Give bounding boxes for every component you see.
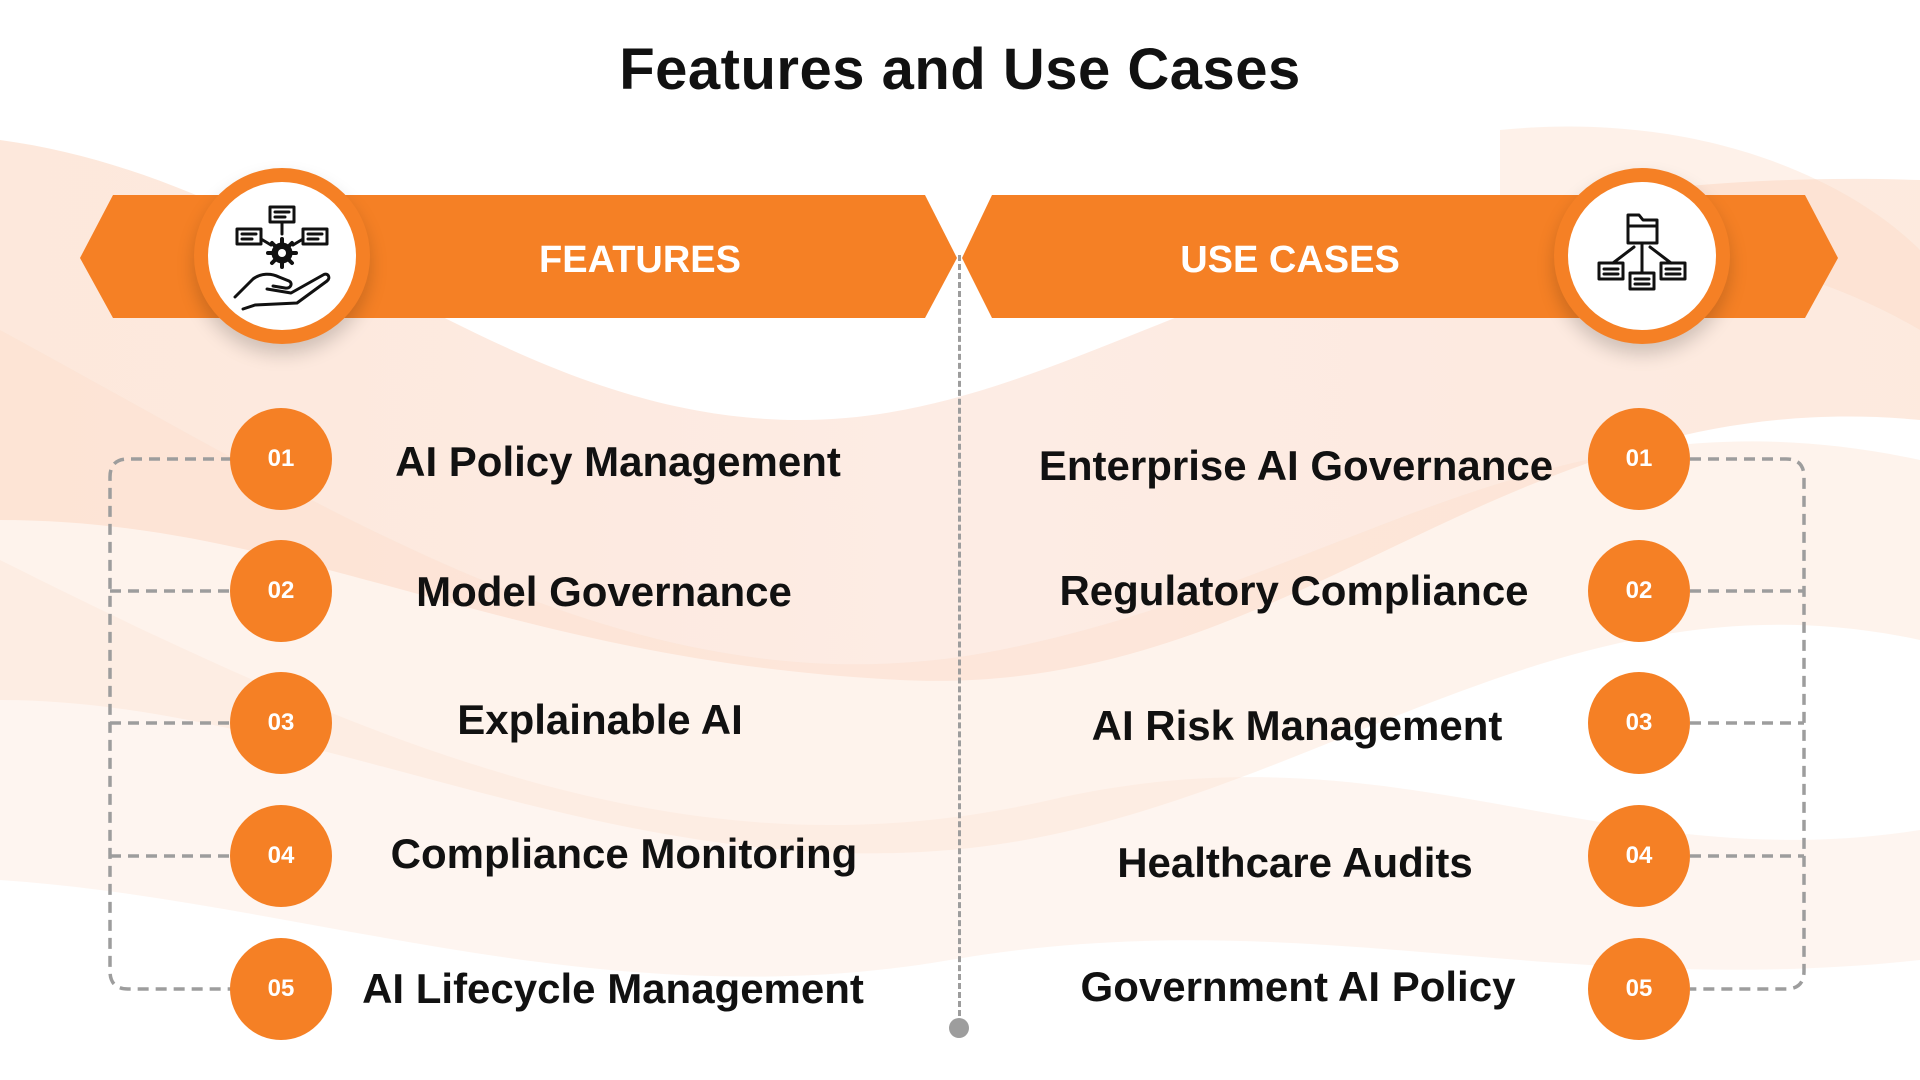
use-cases-heading: USE CASES <box>1180 239 1400 281</box>
center-divider <box>958 255 965 1025</box>
use-case-label: AI Risk Management <box>1091 702 1503 749</box>
feature-number: 04 <box>230 805 332 907</box>
use-case-number: 05 <box>1588 938 1690 1040</box>
page-title: Features and Use Cases <box>619 37 1301 102</box>
use-case-label: Government AI Policy <box>1080 963 1516 1010</box>
feature-number: 02 <box>230 540 332 642</box>
feature-label: AI Lifecycle Management <box>362 965 864 1012</box>
use-case-label: Regulatory Compliance <box>1059 567 1529 614</box>
feature-label: Explainable AI <box>457 696 743 743</box>
feature-number: 01 <box>230 408 332 510</box>
features-heading: FEATURES <box>539 239 741 281</box>
feature-label: Model Governance <box>416 568 792 615</box>
folder-hierarchy-icon <box>1597 213 1687 291</box>
feature-label: AI Policy Management <box>395 438 841 485</box>
hand-gear-network-icon <box>233 205 331 311</box>
feature-number: 05 <box>230 938 332 1040</box>
features-icon-badge <box>194 168 370 344</box>
use-case-number: 03 <box>1588 672 1690 774</box>
use-case-label: Healthcare Audits <box>1117 839 1473 886</box>
use-case-number: 01 <box>1588 408 1690 510</box>
use-case-number: 04 <box>1588 805 1690 907</box>
feature-label: Compliance Monitoring <box>390 830 858 877</box>
divider-end-dot <box>949 1018 969 1038</box>
feature-number: 03 <box>230 672 332 774</box>
use-case-label: Enterprise AI Governance <box>1038 442 1554 489</box>
use-cases-icon-badge <box>1554 168 1730 344</box>
use-case-number: 02 <box>1588 540 1690 642</box>
